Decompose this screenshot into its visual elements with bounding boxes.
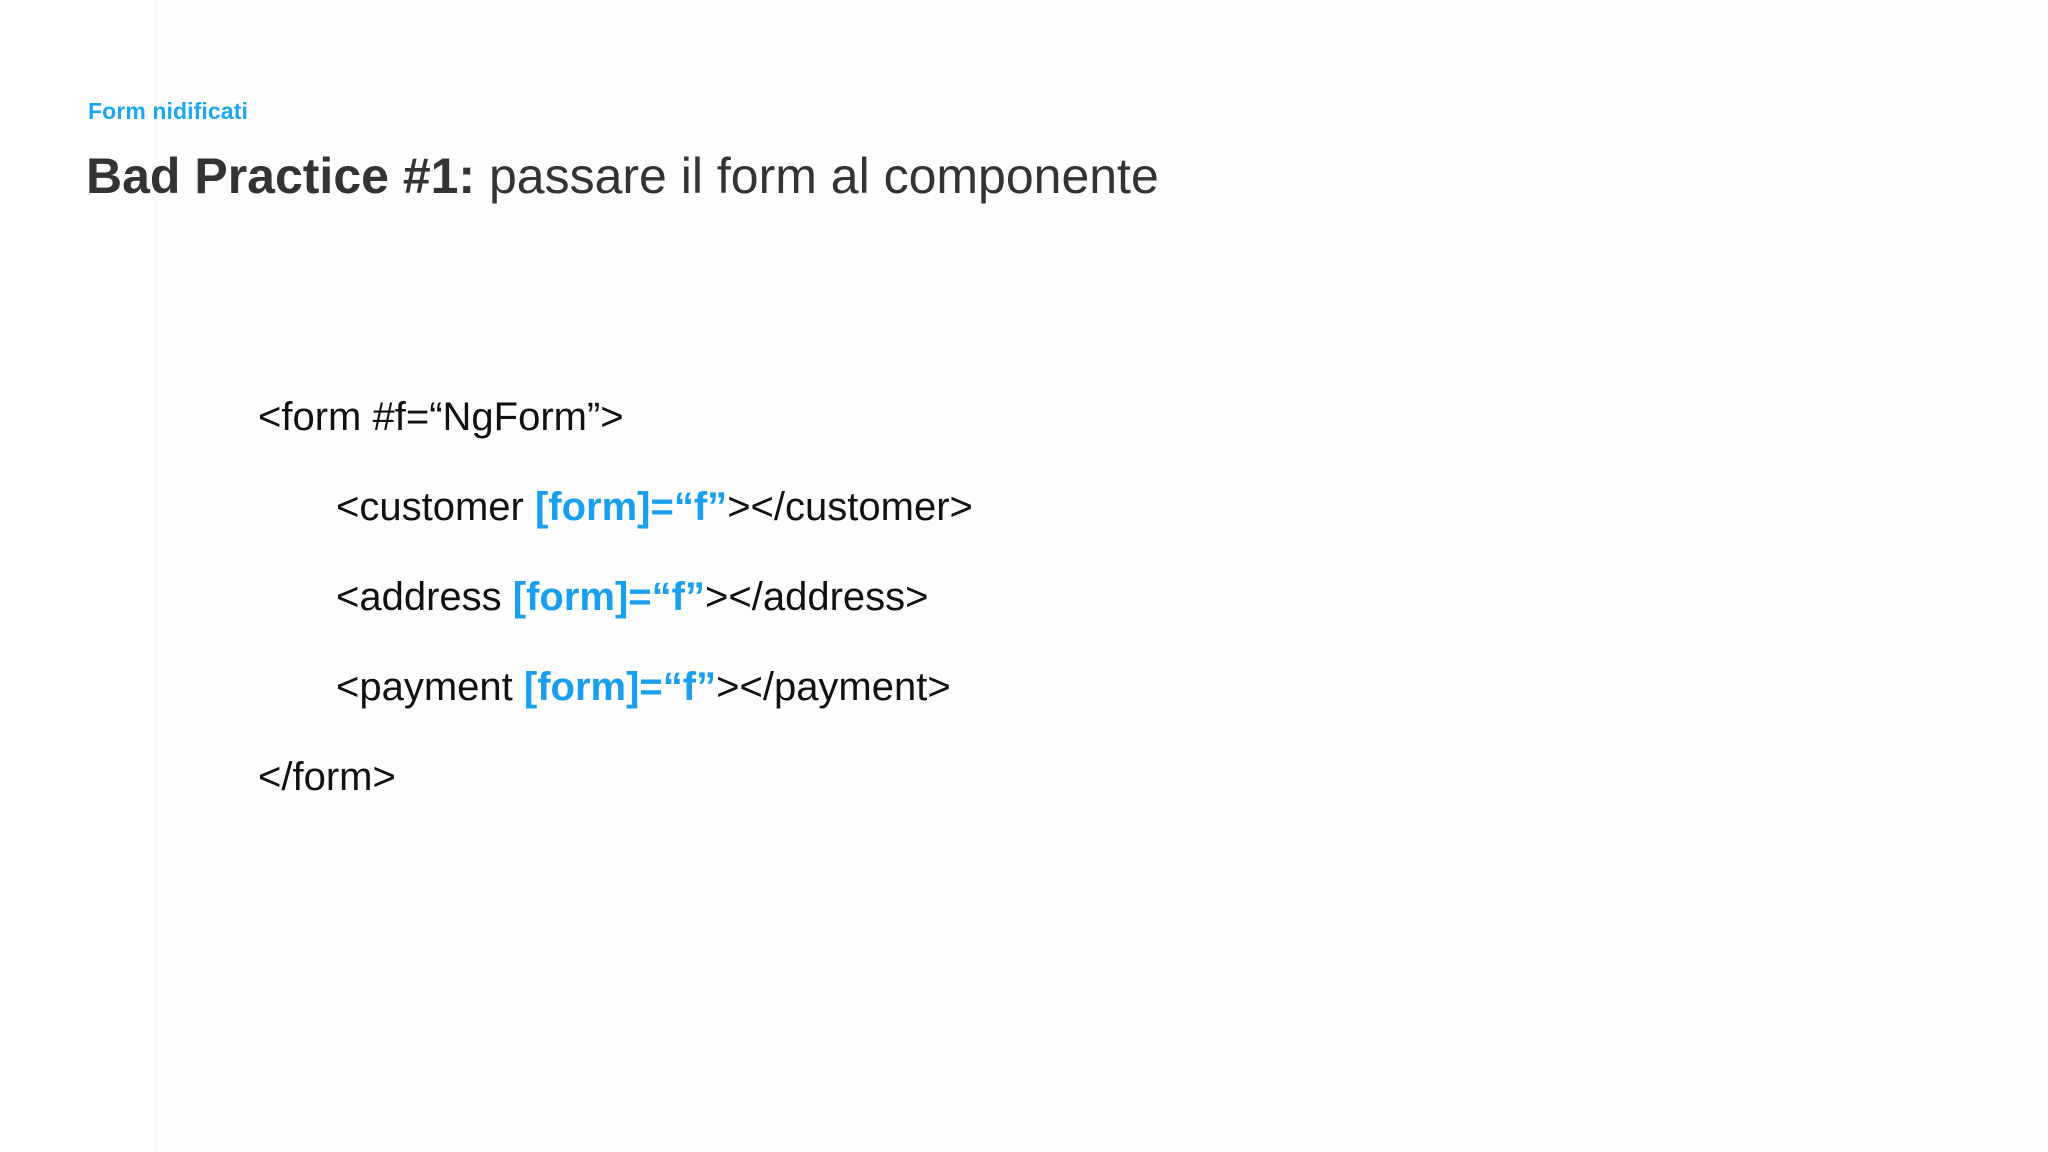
code-line: <customer [form]=“f”></customer> (0, 462, 2048, 552)
code-token-plain: <customer (336, 485, 535, 529)
content-panel-left-edge (155, 0, 156, 1152)
slide-title-light: passare il form al componente (475, 148, 1159, 204)
code-token-plain: <address (336, 575, 513, 619)
slide-title: Bad Practice #1: passare il form al comp… (86, 148, 1159, 204)
code-token-binding: [form]=“f” (534, 485, 728, 529)
code-line: <payment [form]=“f”></payment> (0, 642, 2048, 732)
code-token-plain: </form> (258, 755, 396, 799)
code-token-binding: [form]=“f” (512, 575, 705, 619)
code-token-binding: [form]=“f” (523, 665, 717, 709)
code-token-plain: ></customer> (727, 485, 973, 529)
code-token-plain: ></address> (705, 575, 929, 619)
slide-title-strong: Bad Practice #1: (86, 148, 476, 204)
code-line: <address [form]=“f”></address> (0, 552, 2048, 642)
code-block: <form #f=“NgForm”><customer [form]=“f”><… (0, 372, 2048, 822)
code-token-plain: ></payment> (716, 665, 951, 709)
slide-eyebrow-label: Form nidificati (88, 98, 248, 124)
code-line: <form #f=“NgForm”> (0, 372, 2048, 462)
code-token-plain: <form #f=“NgForm”> (258, 395, 624, 439)
content-panel-background (156, 0, 2048, 1152)
code-token-plain: <payment (336, 665, 524, 709)
code-line: </form> (0, 732, 2048, 822)
